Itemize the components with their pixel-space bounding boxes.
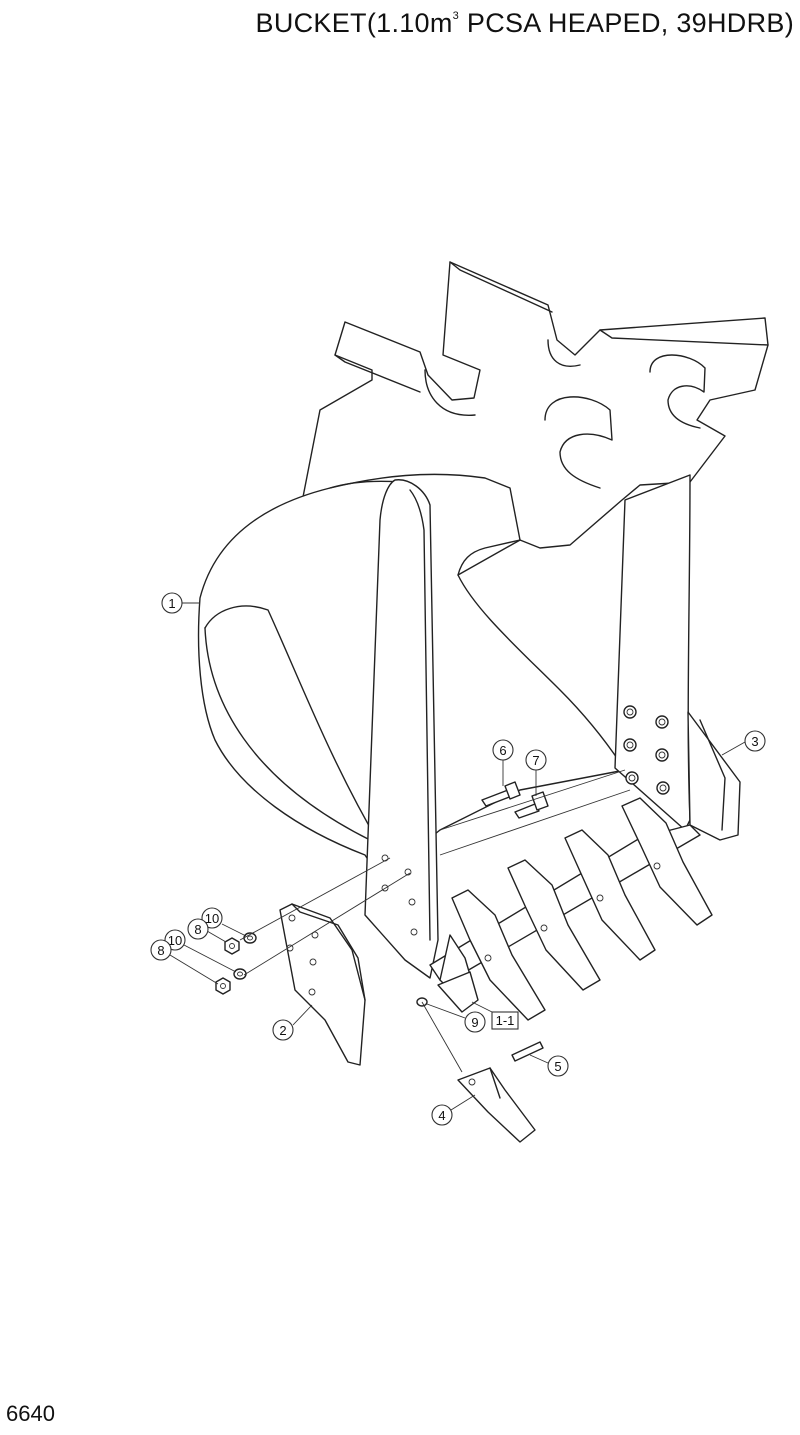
tooth-1: [437, 934, 479, 1013]
callout-1: 1: [161, 592, 200, 614]
tooth-4: [564, 829, 656, 961]
side-cutter-left: [279, 903, 366, 1066]
callout-2: 2: [272, 1004, 313, 1041]
callout-label-4: 4: [438, 1108, 445, 1123]
callout-10-upper: 10: [201, 907, 247, 937]
washer-10-lower: [233, 968, 247, 980]
assembly-lines: [239, 769, 631, 1073]
bolt-6: [481, 781, 521, 807]
nut-8-lower: [215, 977, 231, 995]
callout-5: 5: [529, 1054, 569, 1077]
title-prefix: BUCKET(1.10m: [255, 8, 453, 38]
page-code: 6640: [6, 1401, 55, 1426]
callout-label-1: 1: [168, 596, 175, 611]
nut-8-upper: [224, 937, 240, 955]
callout-label-5: 5: [554, 1059, 561, 1074]
callout-label-10-upper: 10: [205, 911, 219, 926]
callout-1-1: 1-1: [471, 1001, 519, 1030]
callout-3: 3: [721, 730, 766, 756]
callout-label-6: 6: [499, 743, 506, 758]
bucket-teeth: [437, 797, 713, 1021]
callout-label-3: 3: [751, 734, 758, 749]
callout-label-8-lower: 8: [157, 943, 164, 958]
diagram-title: BUCKET(1.10m3 PCSA HEAPED, 39HDRB): [256, 8, 794, 39]
callout-4: 4: [431, 1094, 476, 1126]
callout-8-upper: 8: [187, 918, 227, 943]
left-side-plate: [364, 479, 439, 979]
side-cutter-right: [687, 711, 741, 841]
callout-label-10-lower: 10: [168, 933, 182, 948]
right-side-plate: [614, 474, 701, 831]
tooth-point-4: [457, 1067, 536, 1143]
callout-label-9: 9: [471, 1015, 478, 1030]
right-plate-bolts: [623, 705, 670, 795]
callout-label-7: 7: [532, 753, 539, 768]
callout-9: 9: [426, 1003, 486, 1033]
title-superscript: 3: [452, 10, 460, 22]
tooth-3: [507, 859, 601, 991]
callout-label-1-1: 1-1: [496, 1013, 515, 1028]
bolt-7: [514, 791, 549, 819]
washer-10-upper: [243, 932, 257, 944]
title-suffix: PCSA HEAPED, 39HDRB): [459, 8, 794, 38]
tooth-5: [621, 797, 713, 926]
pin-5: [511, 1041, 544, 1062]
callout-8-lower: 8: [150, 939, 219, 985]
tooth-2: [451, 889, 546, 1021]
callout-7: 7: [525, 749, 547, 796]
callout-6: 6: [492, 739, 514, 786]
callout-label-8-upper: 8: [194, 922, 201, 937]
callout-label-2: 2: [279, 1023, 286, 1038]
